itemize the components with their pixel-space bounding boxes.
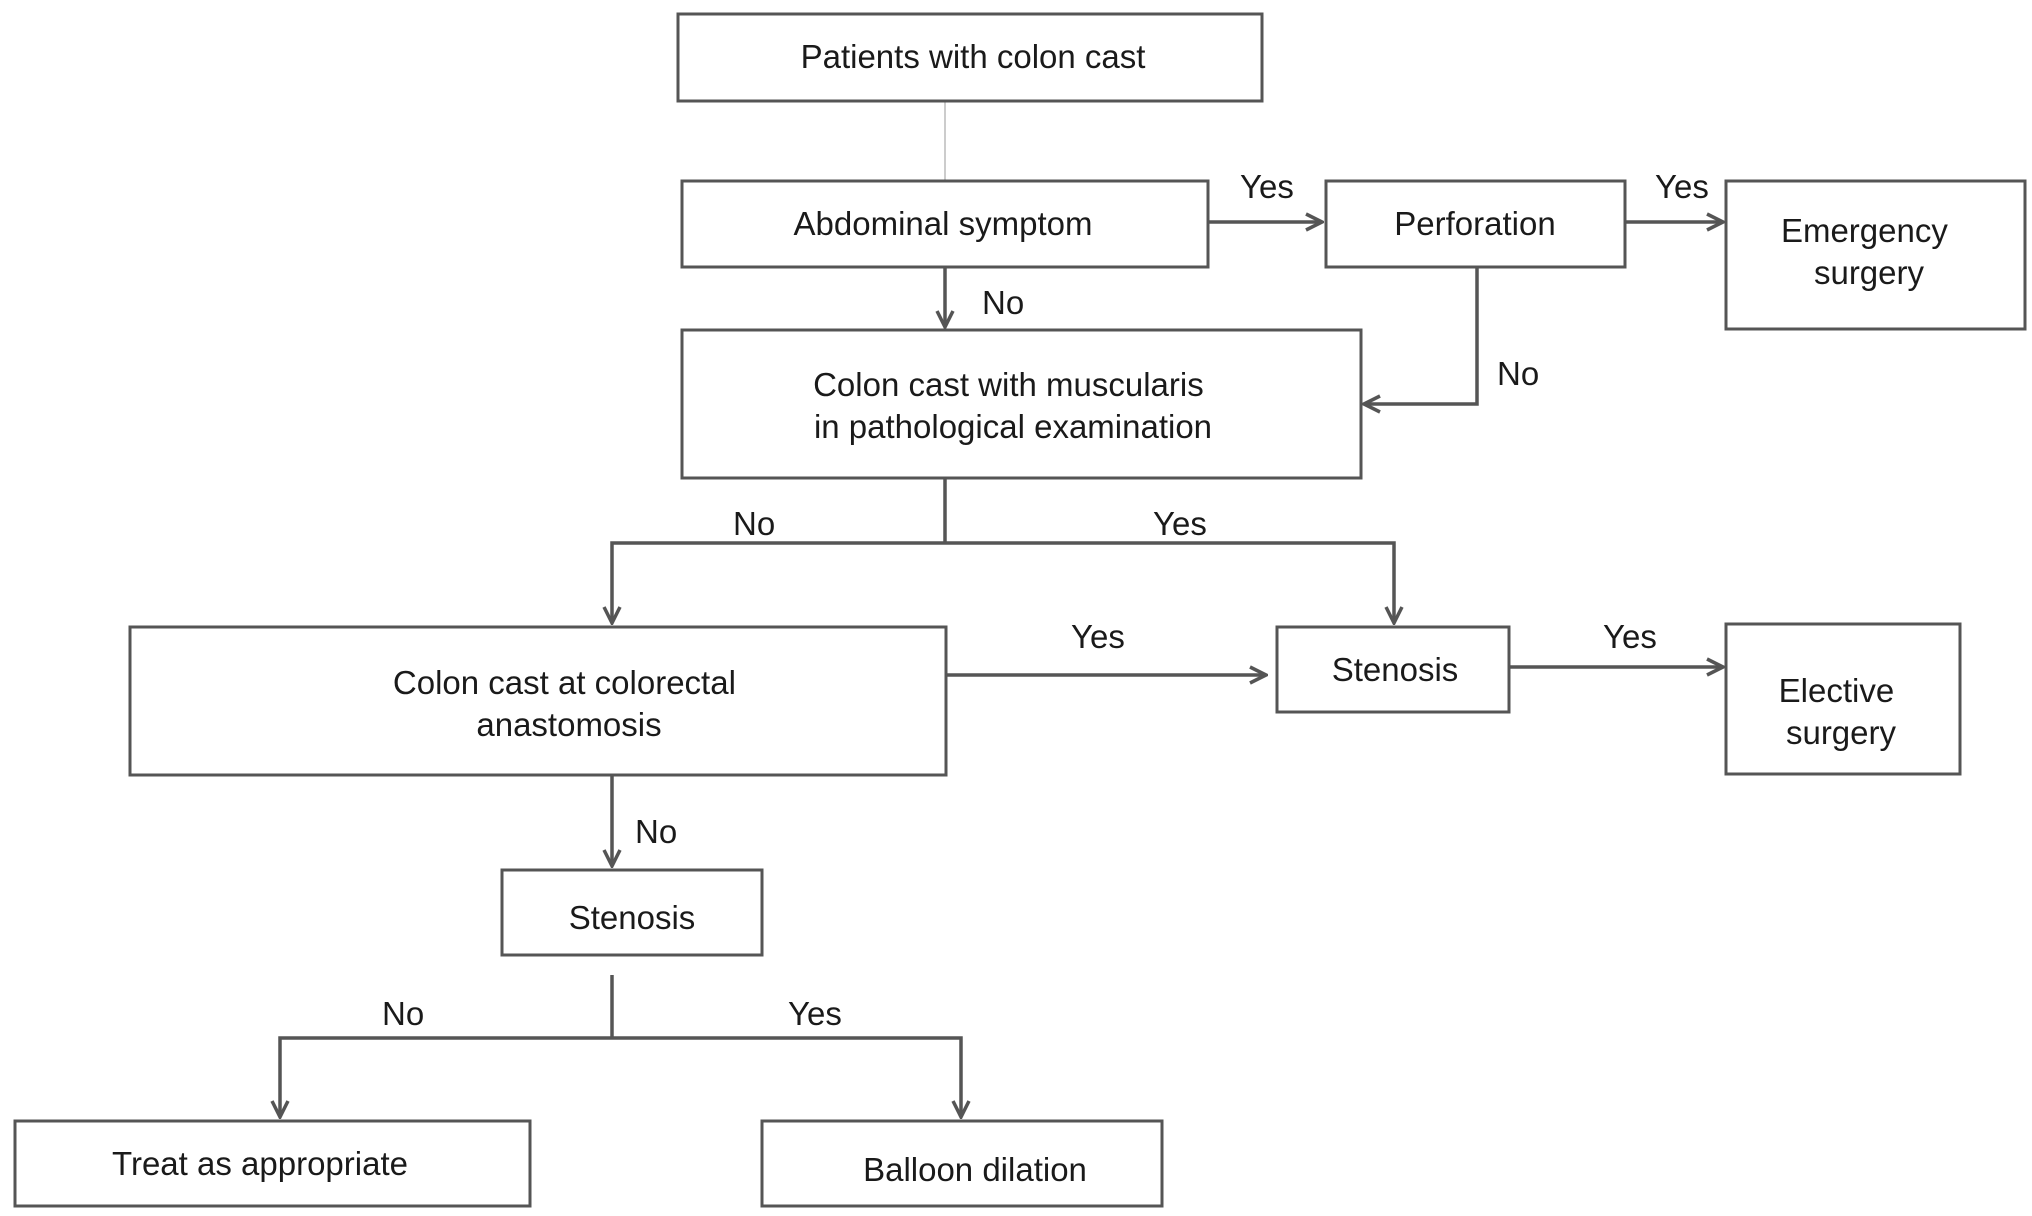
node-label-line: Abdominal symptom — [794, 205, 1093, 242]
node-label-line: Stenosis — [569, 899, 696, 936]
node-colon-cast-anastomosis: Colon cast at colorectal anastomosis — [128, 625, 948, 777]
node-stenosis-lower: Stenosis — [500, 868, 764, 957]
edge-label-muscularis-anastomosis-no: No — [733, 505, 775, 542]
svg-text:Colon cast with muscularis: Colon cast with muscularis in pathologic… — [813, 366, 1213, 445]
node-label-line: Emergency — [1781, 212, 1948, 249]
svg-text:Patients with colon cast: Patients with colon cast — [801, 38, 1146, 75]
node-treat-as-appropriate: Treat as appropriate — [13, 1119, 532, 1208]
edge-label-abdominal-perforation-yes: Yes — [1240, 168, 1294, 205]
edge-label-stenosis-treat-no: No — [382, 995, 424, 1032]
node-label-line: surgery — [1786, 714, 1897, 751]
node-label-line: Elective — [1779, 672, 1895, 709]
svg-text:Emergency surgery: Emergency surgery — [1781, 212, 1957, 291]
node-label-line: Treat as appropriate — [112, 1145, 408, 1182]
edge-label-abdominal-muscularis-no: No — [982, 284, 1024, 321]
edge-label-anastomosis-stenosis-yes: Yes — [1071, 618, 1125, 655]
node-label-line: Balloon dilation — [863, 1151, 1087, 1188]
node-elective-surgery: Elective surgery — [1724, 622, 1962, 776]
connector-stenosis-lower-treat — [280, 1036, 612, 1117]
svg-text:Perforation: Perforation — [1394, 205, 1555, 242]
svg-text:Abdominal symptom: Abdominal symptom — [794, 205, 1093, 242]
connector-muscularis-anastomosis — [612, 541, 945, 623]
svg-text:Colon cast at colorectal: Colon cast at colorectal anastomosis — [393, 664, 745, 743]
edge-label-perforation-muscularis-no: No — [1497, 355, 1539, 392]
svg-text:Treat as appropriate: Treat as appropriate — [112, 1145, 408, 1182]
svg-text:Stenosis: Stenosis — [1332, 651, 1459, 688]
svg-text:Stenosis: Stenosis — [569, 899, 696, 936]
node-perforation: Perforation — [1324, 179, 1627, 269]
node-label-line: in pathological examination — [814, 408, 1212, 445]
edge-label-perforation-emergency-yes: Yes — [1655, 168, 1709, 205]
edge-label-stenosis-elective-yes: Yes — [1603, 618, 1657, 655]
node-abdominal-symptom: Abdominal symptom — [680, 179, 1210, 269]
svg-text:Elective surgery: Elective surgery — [1779, 672, 1904, 751]
node-label-line: Colon cast with muscularis — [813, 366, 1204, 403]
edge-label-stenosis-balloon-yes: Yes — [788, 995, 842, 1032]
node-label-line: surgery — [1814, 254, 1925, 291]
node-label-line: Patients with colon cast — [801, 38, 1146, 75]
connectors — [280, 101, 1723, 1117]
node-colon-cast-muscularis: Colon cast with muscularis in pathologic… — [680, 328, 1363, 480]
connector-stenosis-lower-balloon — [612, 1036, 961, 1117]
connector-muscularis-stenosis-right — [945, 541, 1394, 623]
node-label-line: Colon cast at colorectal — [393, 664, 736, 701]
edge-label-anastomosis-stenosis-lower-no: No — [635, 813, 677, 850]
node-patients-with-colon-cast: Patients with colon cast — [676, 12, 1264, 103]
node-stenosis-right: Stenosis — [1275, 625, 1511, 714]
node-emergency-surgery: Emergency surgery — [1724, 179, 2027, 331]
node-balloon-dilation: Balloon dilation — [760, 1119, 1164, 1208]
node-label-line: Stenosis — [1332, 651, 1459, 688]
node-label-line: anastomosis — [476, 706, 661, 743]
svg-text:Balloon dilation: Balloon dilation — [863, 1151, 1087, 1188]
connector-perforation-muscularis — [1364, 267, 1479, 404]
node-label-line: Perforation — [1394, 205, 1555, 242]
edge-label-muscularis-stenosis-yes: Yes — [1153, 505, 1207, 542]
edge-labels: Yes Yes No No No Yes Yes Yes No No Yes — [382, 168, 1709, 1032]
